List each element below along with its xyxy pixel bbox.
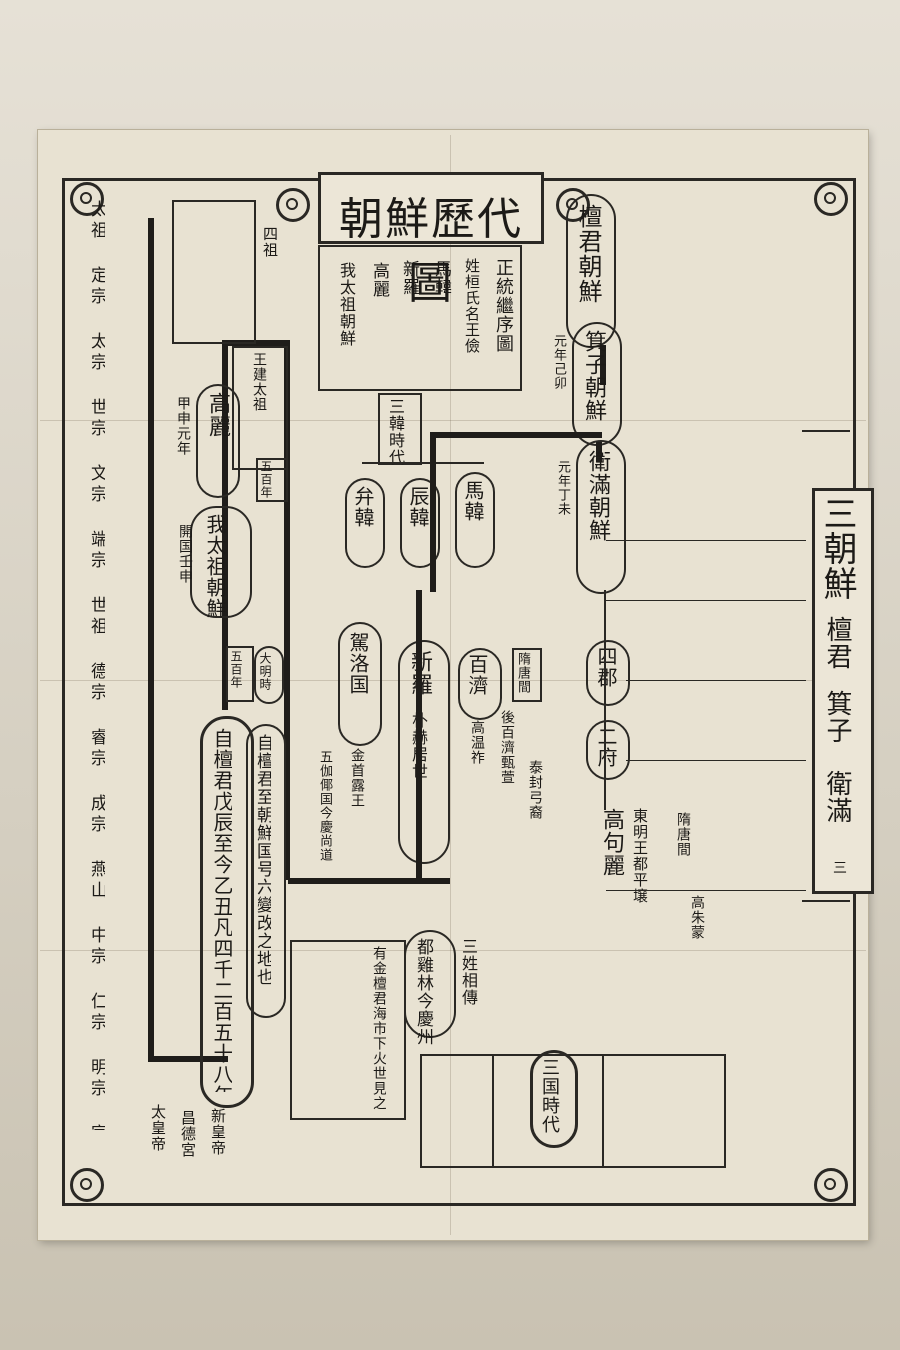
changdeok-palace: 昌德宮 xyxy=(180,1110,195,1158)
wiman-start: 元年丁未 xyxy=(556,460,569,516)
title-box: 朝鮮歷代圖 xyxy=(318,172,544,244)
right-line-2 xyxy=(606,600,806,601)
right-line-5 xyxy=(606,890,806,891)
side-title-line3: 箕子 xyxy=(824,690,850,744)
joseon-year: 開国壬申 xyxy=(178,524,192,584)
gija-label: 箕子朝鮮 xyxy=(582,330,604,422)
right-line-3 xyxy=(626,680,806,681)
myth-text: 有金檀君海市下火世見之有六卵 xyxy=(372,946,386,1110)
corner-ornament-tr xyxy=(814,182,848,216)
side-rule-top xyxy=(802,430,850,432)
taehwang-emperor: 太皇帝 xyxy=(150,1104,165,1152)
side-title-line4: 衛滿 xyxy=(824,770,850,824)
spine-kings xyxy=(148,218,154,1058)
joseon-500-label: 五百年 xyxy=(230,650,242,689)
bottom-note-box-3 xyxy=(420,1054,494,1168)
right-line-1 xyxy=(606,540,806,541)
wiman-label: 衛滿朝鮮 xyxy=(586,450,608,542)
gaya-founder: 金首露王 xyxy=(350,748,364,808)
gija-start: 元年己卯 xyxy=(552,334,565,390)
baekje-label: 百濟 xyxy=(467,654,487,696)
si-zu-box xyxy=(172,200,256,344)
corner-ornament-bl xyxy=(70,1168,104,1202)
daemyeong-label: 大明時 xyxy=(259,652,271,691)
spine-left xyxy=(430,432,436,592)
myth-box xyxy=(290,940,406,1120)
gaya-note: 五伽倻国今慶尚道 xyxy=(318,750,331,862)
later-baekje-note: 後百濟甄萱 xyxy=(500,710,514,785)
dangun-name-note: 姓桓氏名王儉 xyxy=(464,258,479,354)
right-line-4 xyxy=(626,760,806,761)
sanhan-label: 三韓時代 xyxy=(387,398,403,466)
side-title-line2: 檀君 xyxy=(824,616,850,670)
byeonhan-label: 弁韓 xyxy=(353,486,373,528)
goryeo-500-label: 五百年 xyxy=(260,460,272,499)
zh-joseon: 我太祖朝鮮 xyxy=(338,262,354,347)
gaya-label: 駕洛国 xyxy=(348,632,368,695)
goryeo-founder-note: 王建太祖 xyxy=(252,352,266,412)
joseon-label: 我太祖朝鮮 xyxy=(205,514,225,619)
joseon-kings-list: 太祖 定宗 太宗 世宗 文宗 端宗 世祖 德宗 睿宗 成宗 燕山 中宗 仁宗 明… xyxy=(88,200,105,1130)
goryeo-year: 甲申元年 xyxy=(176,396,190,456)
zhengtong-label: 正統繼序圖 xyxy=(494,258,512,353)
dangun-label: 檀君朝鮮 xyxy=(576,204,600,304)
new-emperor: 新皇帝 xyxy=(210,1108,225,1156)
goguryeo-founder: 高朱蒙 xyxy=(690,895,704,940)
zh-mahan: 馬韓 xyxy=(432,260,449,296)
mahan-label: 馬韓 xyxy=(463,480,483,522)
wiman-goguryeo-link xyxy=(604,590,606,810)
taebong-note: 泰封弓裔 xyxy=(528,760,542,820)
sanhan-branch xyxy=(362,462,484,464)
spine-mid xyxy=(416,590,422,880)
sui-tang-label: 隋唐間 xyxy=(516,652,529,694)
corner-ornament-br xyxy=(814,1168,848,1202)
side-title-line1: 三朝鮮 xyxy=(820,496,854,601)
baekje-founder: 高温祚 xyxy=(470,720,484,765)
sui-tang-label-2: 隋唐間 xyxy=(676,812,690,857)
goguryeo-label: 高句麗 xyxy=(600,808,622,877)
goryeo-label: 高麗 xyxy=(206,392,228,438)
dangun-count-text: 自檀君戊辰至今乙丑凡四千二百五十八年也 xyxy=(212,728,232,1092)
zh-silla: 新羅 xyxy=(400,260,417,296)
spine-top xyxy=(430,432,602,438)
spine-bottom xyxy=(288,878,450,884)
bottom-note-box-2 xyxy=(492,1054,604,1168)
title-ornament-left xyxy=(276,188,310,222)
bottom-note-box xyxy=(602,1054,726,1168)
side-page-number: 三 xyxy=(832,860,846,875)
gyeongju-label: 都雞林今慶州 xyxy=(414,938,431,1046)
jinhan-label: 辰韓 xyxy=(408,486,428,528)
samseong-label: 三姓相傳 xyxy=(460,938,476,1006)
sagun-label: 四郡 xyxy=(596,646,616,688)
dynasty-change-text: 自檀君至朝鮮国号六變改之地也 xyxy=(254,734,271,1006)
si-zu-label: 四祖 xyxy=(262,226,277,258)
ibu-label: 二府 xyxy=(596,726,616,768)
zh-goryeo: 高麗 xyxy=(370,262,387,298)
side-rule-bottom xyxy=(802,900,850,902)
